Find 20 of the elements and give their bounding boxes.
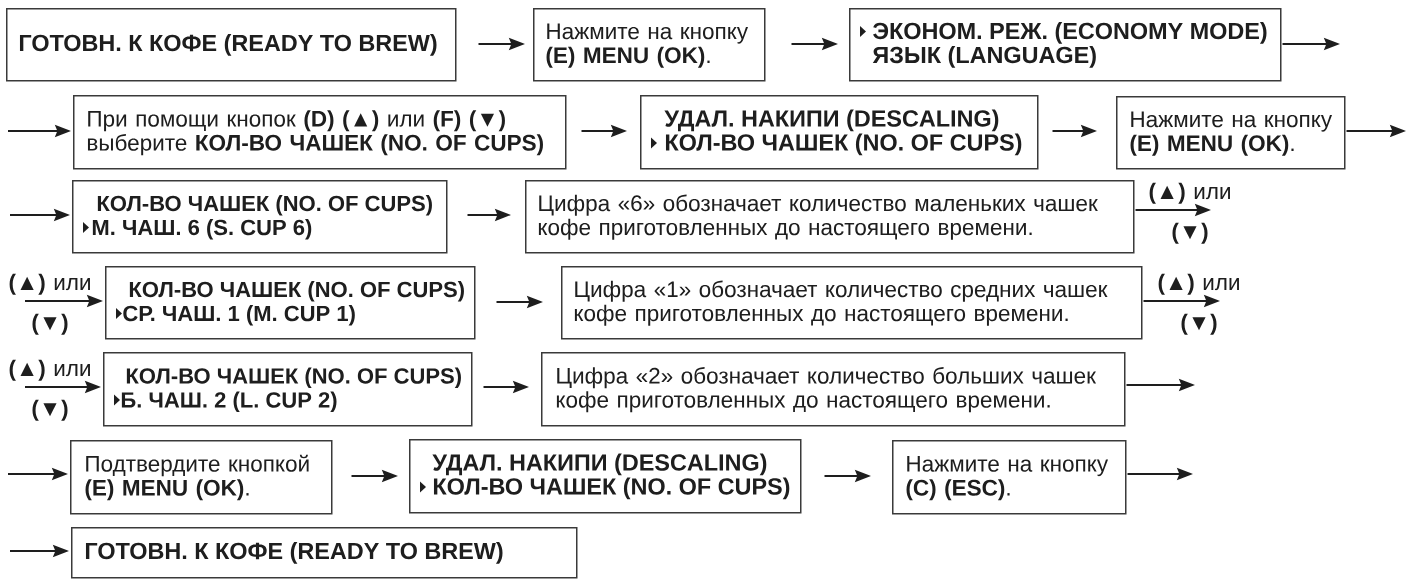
instruction-box: Цифра «1» обозначает количество средних чашек кофе приготовленных до настоящего времени.	[561, 266, 1143, 340]
display-box: УДАЛ. НАКИПИ (DESCALING) КОЛ-ВО ЧАШЕК (NO. OF CUPS)	[640, 95, 1039, 170]
display-box: УДАЛ. НАКИПИ (DESCALING) КОЛ-ВО ЧАШЕК (NO. OF CUPS)	[409, 439, 802, 514]
instruction-box: При помощи кнопок (D) (▲) или (F) (▼) выберите КОЛ-ВО ЧАШЕК (NO. OF CUPS)	[73, 95, 567, 170]
edge-label: (▲) или (▼)	[9, 359, 90, 421]
instruction-box: Нажмите на кнопку (C) (ESC).	[892, 440, 1127, 515]
display-box: ГОТОВН. К КОФЕ (READY TO BREW)	[71, 527, 578, 579]
instruction-box: Цифра «6» обозначает количество маленьких чашек кофе приготовленных до настоящего времени.	[525, 180, 1135, 254]
display-box: КОЛ-ВО ЧАШЕК (NO. OF CUPS) СР. ЧАШ. 1 (M. CUP 1)	[105, 266, 476, 340]
instruction-box: Цифра «2» обозначает количество больших чашек кофе приготовленных до настоящего времени.	[541, 352, 1126, 427]
display-box: ГОТОВН. К КОФЕ (READY TO BREW)	[6, 8, 457, 82]
instruction-box: Нажмите на кнопку (E) MENU (OK).	[533, 8, 766, 82]
instruction-box: Нажмите на кнопку (E) MENU (OK).	[1116, 96, 1346, 170]
edge-label: (▲) или (▼)	[9, 273, 90, 335]
display-box: КОЛ-ВО ЧАШЕК (NO. OF CUPS) Б. ЧАШ. 2 (L. CUP 2)	[103, 352, 473, 427]
display-box: КОЛ-ВО ЧАШЕК (NO. OF CUPS) М. ЧАШ. 6 (S. CUP 6)	[72, 180, 448, 254]
edge-label: (▲) или (▼)	[1158, 273, 1239, 335]
display-box: ЭКОНОМ. РЕЖ. (ECONOMY MODE) ЯЗЫК (LANGUAGE)	[849, 8, 1282, 82]
edge-label: (▲) или (▼)	[1149, 182, 1230, 244]
instruction-box: Подтвердите кнопкой (E) MENU (OK).	[70, 440, 333, 515]
